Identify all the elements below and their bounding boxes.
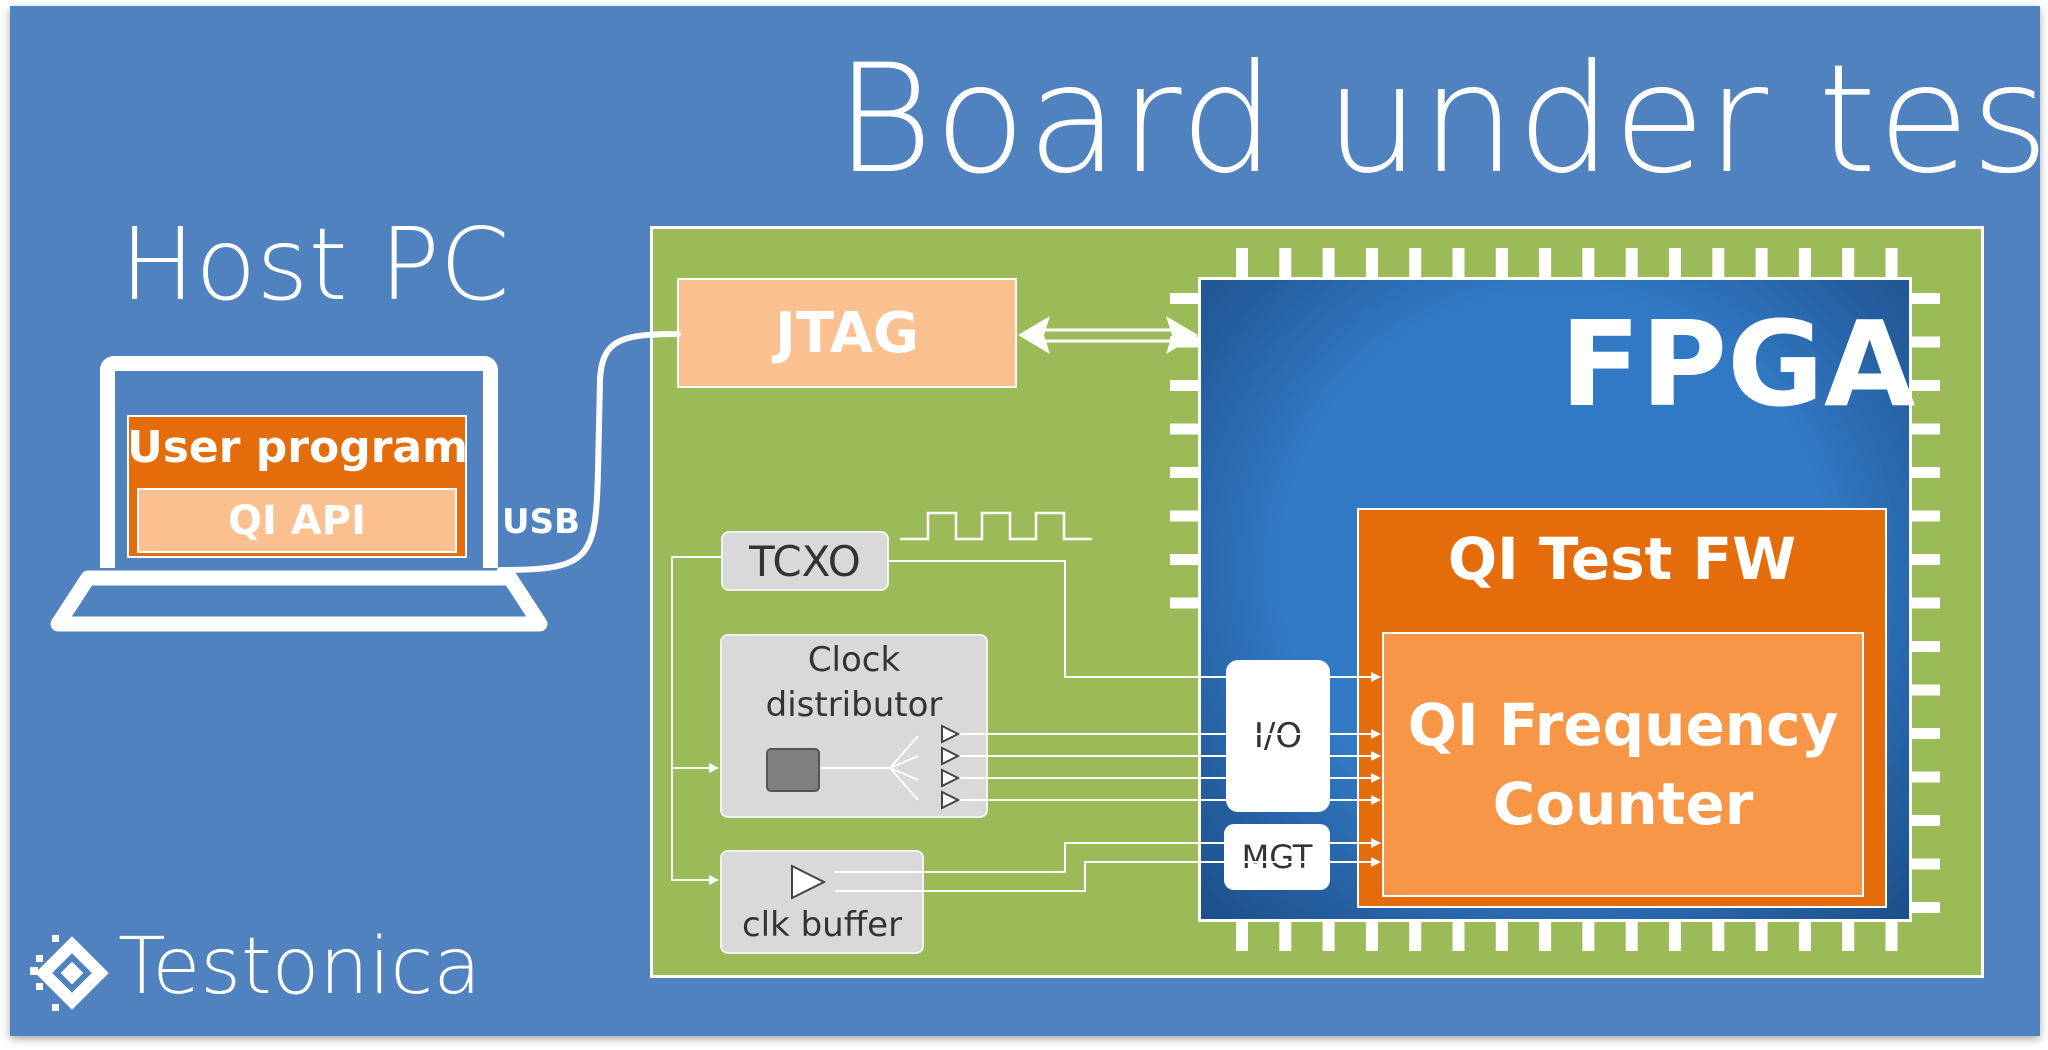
qi-frequency-counter-label-2: Counter	[1492, 769, 1754, 838]
fpga-pin-top	[1625, 248, 1638, 277]
fpga-pin-top	[1582, 248, 1595, 277]
fpga-pin-right	[1912, 858, 1940, 870]
host-pc-label: Host PC	[120, 206, 510, 323]
qi-test-fw-label: QI Test FW	[1447, 525, 1797, 593]
fpga-pin-left	[1170, 510, 1198, 522]
fpga-pin-left	[1170, 554, 1198, 565]
laptop-screen	[100, 356, 498, 568]
clk-buffer-label: clk buffer	[741, 905, 903, 945]
mgt-block: MGT	[1224, 824, 1330, 890]
fpga-pin-right	[1912, 902, 1940, 913]
fpga-pin-right	[1912, 380, 1940, 391]
fpga-pin-top	[1712, 248, 1725, 277]
usb-cable	[497, 331, 681, 573]
fpga-pin-right	[1912, 815, 1940, 826]
fpga-pin-top	[1885, 248, 1898, 277]
fpga-pin-left	[1170, 467, 1198, 478]
fpga-pin-left	[1170, 423, 1198, 435]
fpga-pin-bottom	[1236, 922, 1248, 951]
fpga-pin-top	[1409, 248, 1422, 277]
fpga-pin-bottom	[1452, 922, 1465, 951]
fpga-pin-left	[1170, 597, 1198, 609]
tcxo-box: TCXO	[721, 531, 889, 591]
jtag-box: JTAG	[677, 278, 1017, 388]
fpga-pin-left	[1170, 380, 1198, 391]
fpga-pin-right	[1912, 423, 1940, 435]
fpga-pin-right	[1912, 554, 1940, 565]
fpga-pin-top	[1365, 248, 1378, 277]
fpga-pin-bottom	[1582, 922, 1595, 951]
fpga-pin-right	[1912, 510, 1940, 522]
fpga-pin-bottom	[1539, 922, 1552, 951]
fpga-pin-top	[1236, 248, 1248, 277]
fpga-pin-bottom	[1755, 922, 1768, 951]
fpga-pin-bottom	[1409, 922, 1422, 951]
fpga-pin-right	[1912, 293, 1940, 304]
usb-label: USB	[502, 502, 581, 542]
clock-distributor-label-1: Clock	[807, 640, 901, 680]
fpga-pin-bottom	[1712, 922, 1725, 951]
fpga-pin-top	[1798, 248, 1811, 277]
fpga-pin-right	[1912, 336, 1940, 348]
fpga-pin-bottom	[1322, 922, 1335, 951]
fpga-pin-bottom	[1669, 922, 1681, 951]
fpga-pin-bottom	[1798, 922, 1811, 951]
clk-buffer-symbol	[791, 864, 827, 900]
user-program-label: User program	[127, 422, 468, 473]
fpga-pin-right	[1912, 771, 1940, 783]
qi-frequency-counter-box: QI Frequency Counter	[1382, 632, 1864, 897]
fpga-pin-top	[1279, 248, 1292, 277]
fpga-pin-right	[1912, 684, 1940, 696]
fpga-pin-top	[1495, 248, 1508, 277]
clock-distributor-label: Clock distributor	[720, 638, 988, 728]
fpga-pin-top	[1539, 248, 1552, 277]
fpga-pin-right	[1912, 641, 1940, 652]
qi-frequency-counter-label-1: QI Frequency	[1407, 691, 1839, 760]
fpga-pin-right	[1912, 597, 1940, 609]
fpga-pin-bottom	[1495, 922, 1508, 951]
qi-api-box: QI API	[137, 488, 457, 553]
io-block: I/O	[1226, 660, 1330, 812]
fpga-pin-top	[1842, 248, 1855, 277]
clock-distributor-pll	[766, 748, 820, 792]
fpga-pin-right	[1912, 728, 1940, 739]
fpga-pin-top	[1322, 248, 1335, 277]
fpga-pin-bottom	[1842, 922, 1855, 951]
clock-waveform	[900, 511, 1092, 541]
diagram-title: Board under test	[835, 33, 2048, 207]
fpga-pin-left	[1170, 293, 1198, 304]
fpga-label: FPGA	[1560, 295, 1916, 433]
fpga-pin-bottom	[1885, 922, 1898, 951]
clock-distributor-label-2: distributor	[765, 684, 943, 725]
fpga-pin-bottom	[1625, 922, 1638, 951]
jtag-fpga-arrow	[1018, 316, 1198, 354]
fpga-pin-top	[1452, 248, 1465, 277]
fpga-pin-bottom	[1365, 922, 1378, 951]
clk-buffer-box	[720, 850, 924, 954]
fpga-pin-top	[1669, 248, 1681, 277]
fpga-pin-right	[1912, 467, 1940, 478]
fpga-pin-bottom	[1279, 922, 1292, 951]
testonica-logo-text: Testonica	[118, 922, 482, 1012]
fpga-pin-top	[1755, 248, 1768, 277]
